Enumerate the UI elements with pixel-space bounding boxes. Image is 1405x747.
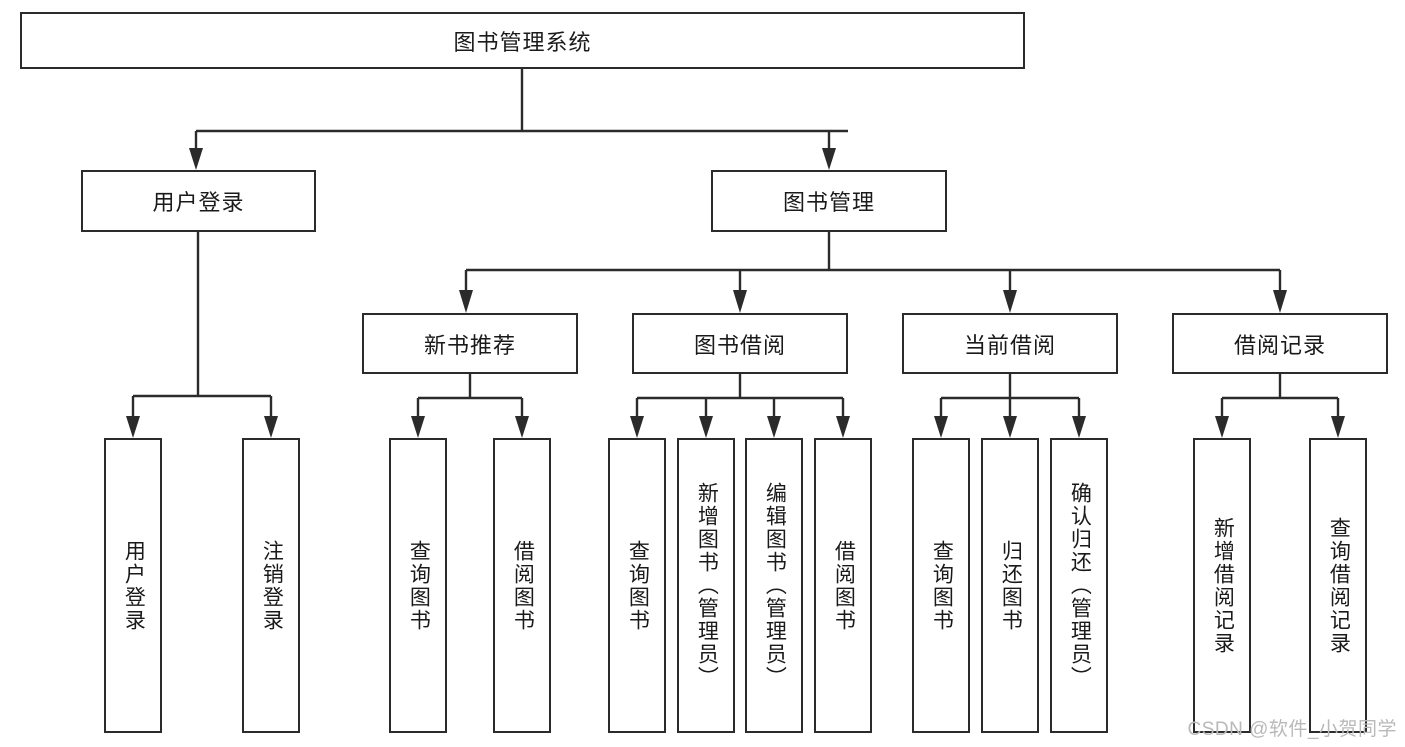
node-current-borrow-label: 当前借阅 (963, 332, 1056, 358)
leaf-label: 查询图书 (930, 539, 954, 632)
node-user-login[interactable]: 用户登录 (81, 170, 316, 232)
leaf-borrow-record-query[interactable]: 查询借阅记录 (1309, 438, 1367, 733)
node-user-login-label: 用户登录 (152, 190, 245, 215)
arrow-head-icon (411, 416, 425, 438)
arrow-head-icon (630, 416, 644, 438)
arrow-head-icon (1072, 416, 1086, 438)
arrow-head-icon (767, 416, 781, 438)
node-borrow-record-label: 借阅记录 (1233, 332, 1326, 358)
connector-book-borrow-to-leaves (630, 374, 850, 438)
arrow-head-icon (515, 416, 529, 438)
connector-current-borrow-to-leaves (934, 374, 1086, 438)
connector-new-book-to-leaves (411, 374, 529, 438)
leaf-label: 查询图书 (407, 539, 431, 632)
leaf-book-borrow-borrow[interactable]: 借阅图书 (814, 438, 872, 733)
leaf-label: 新增图书（管理员） (695, 482, 719, 689)
leaf-label: 查询图书 (626, 539, 650, 632)
watermark: CSDN @软件_小贺同学 (1187, 719, 1397, 740)
arrow-head-icon (1003, 290, 1017, 313)
leaf-new-book-query[interactable]: 查询图书 (389, 438, 447, 733)
leaf-label: 编辑图书（管理员） (763, 482, 787, 689)
connector-book-management-to-level3 (459, 232, 1287, 313)
node-book-borrow-label: 图书借阅 (693, 332, 786, 358)
node-current-borrow[interactable]: 当前借阅 (902, 313, 1118, 374)
arrow-head-icon (126, 416, 140, 438)
leaf-current-borrow-return[interactable]: 归还图书 (981, 438, 1039, 733)
leaf-label: 新增借阅记录 (1211, 516, 1235, 655)
leaf-user-login-login[interactable]: 用户登录 (104, 438, 162, 733)
leaf-label: 归还图书 (999, 539, 1023, 632)
arrow-head-icon (459, 290, 473, 313)
arrow-head-icon (189, 148, 203, 170)
leaf-label: 确认归还（管理员） (1068, 482, 1092, 689)
leaf-label: 借阅图书 (511, 539, 535, 632)
leaf-label: 用户登录 (122, 539, 146, 632)
leaf-new-book-borrow[interactable]: 借阅图书 (493, 438, 551, 733)
node-root-label: 图书管理系统 (453, 29, 592, 55)
arrow-head-icon (733, 290, 747, 313)
leaf-book-borrow-query[interactable]: 查询图书 (608, 438, 666, 733)
connector-root-to-level2 (189, 69, 848, 170)
arrow-head-icon (1273, 290, 1287, 313)
node-new-book-recommend[interactable]: 新书推荐 (362, 313, 578, 374)
leaf-label: 借阅图书 (832, 539, 856, 632)
arrow-head-icon (934, 416, 948, 438)
leaf-borrow-record-add[interactable]: 新增借阅记录 (1193, 438, 1251, 733)
node-book-borrow[interactable]: 图书借阅 (632, 313, 848, 374)
node-book-management-label: 图书管理 (782, 190, 875, 215)
arrow-head-icon (836, 416, 850, 438)
node-book-management[interactable]: 图书管理 (711, 170, 947, 232)
arrow-head-icon (699, 416, 713, 438)
arrow-head-icon (1003, 416, 1017, 438)
leaf-label: 注销登录 (260, 539, 284, 632)
arrow-head-icon (822, 148, 836, 170)
leaf-current-borrow-confirm-return[interactable]: 确认归还（管理员） (1050, 438, 1108, 733)
leaf-user-login-logout[interactable]: 注销登录 (242, 438, 300, 733)
arrow-head-icon (264, 416, 278, 438)
connector-borrow-record-to-leaves (1215, 374, 1345, 438)
node-root-book-management-system[interactable]: 图书管理系统 (20, 12, 1025, 69)
leaf-label: 查询借阅记录 (1327, 516, 1351, 655)
node-borrow-record[interactable]: 借阅记录 (1172, 313, 1388, 374)
leaf-book-borrow-edit[interactable]: 编辑图书（管理员） (745, 438, 803, 733)
arrow-head-icon (1215, 416, 1229, 438)
node-new-book-recommend-label: 新书推荐 (423, 332, 516, 358)
leaf-current-borrow-query[interactable]: 查询图书 (912, 438, 970, 733)
connector-user-login-to-leaves (126, 232, 278, 438)
arrow-head-icon (1331, 416, 1345, 438)
leaf-book-borrow-add[interactable]: 新增图书（管理员） (677, 438, 735, 733)
